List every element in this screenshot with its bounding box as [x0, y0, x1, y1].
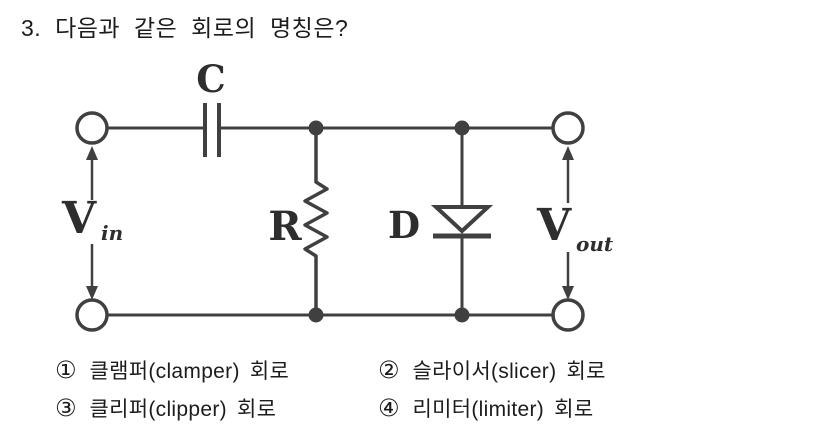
diode-triangle [430, 205, 494, 234]
answer-option-2[interactable]: ② 슬라이서(slicer) 회로 [378, 355, 606, 385]
resistor-label: R [268, 203, 302, 250]
terminal-bottom-right [551, 298, 585, 332]
option-1-number: ① [55, 356, 77, 384]
answer-option-1[interactable]: ① 클램퍼(clamper) 회로 [55, 355, 289, 385]
junction-dot-bottom-right [454, 307, 470, 323]
capacitor-symbol [203, 103, 221, 157]
vout-arrow-down-icon [562, 252, 574, 300]
option-3-number: ③ [55, 394, 77, 422]
vin-label: V [61, 193, 97, 244]
vout-arrow-up-icon [562, 146, 574, 203]
junction-dot-bottom-left [308, 307, 324, 323]
vout-subscript: out [576, 232, 614, 256]
option-2-number: ② [378, 356, 400, 384]
vin-subscript: in [101, 221, 123, 245]
diode-label: D [388, 203, 420, 247]
option-2-label: 슬라이서(slicer) 회로 [412, 360, 606, 383]
junction-dot-top-left [308, 120, 324, 136]
option-4-number: ④ [378, 394, 400, 422]
question-title: 3. 다음과 같은 회로의 명칭은? [21, 15, 349, 41]
vin-arrow-up-icon [86, 146, 98, 200]
terminal-top-right [551, 111, 585, 145]
capacitor-label: C [196, 57, 225, 101]
terminal-bottom-left [75, 298, 109, 332]
option-1-label: 클램퍼(clamper) 회로 [89, 360, 290, 383]
terminal-top-left [75, 111, 109, 145]
diode-symbol [430, 135, 494, 308]
answer-option-3[interactable]: ③ 클리퍼(clipper) 회로 [55, 393, 276, 423]
vout-label: V [536, 200, 572, 251]
junction-dot-top-right [454, 120, 470, 136]
option-4-label: 리미터(limiter) 회로 [412, 398, 594, 421]
option-3-label: 클리퍼(clipper) 회로 [89, 398, 277, 421]
resistor-symbol [303, 133, 329, 310]
vin-arrow-down-icon [86, 244, 98, 300]
answer-option-4[interactable]: ④ 리미터(limiter) 회로 [378, 393, 593, 423]
